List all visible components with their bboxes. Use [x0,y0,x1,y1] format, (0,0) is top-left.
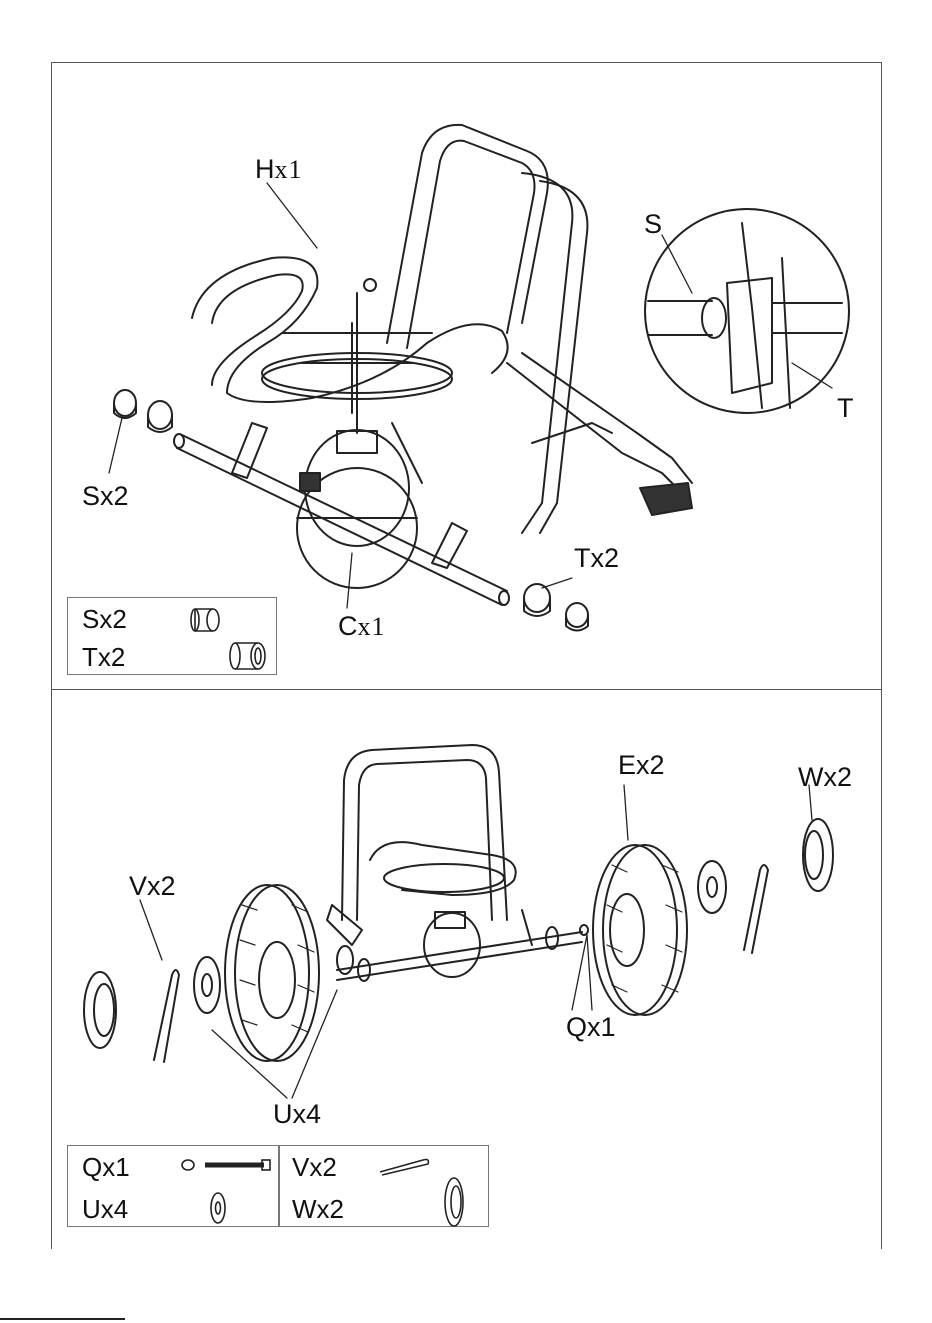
label-bushing-t-qty: Tx2 [574,545,619,572]
washer-u-parts [194,861,726,1013]
gearbox-axle-part [337,912,582,981]
left-wheel-part [225,885,319,1061]
handle-frame-part [192,125,692,568]
bushing-t-icon [230,643,265,669]
detail-magnifier [645,209,849,413]
axle-part [174,434,509,605]
hub-cap-w-icon [445,1178,463,1226]
label-detail-t: T [837,395,854,422]
label-washer-u: Ux4 [273,1101,321,1128]
cotter-pin-v-icon [380,1160,428,1176]
footer-rule [0,1318,125,1320]
bushing-s-icon [191,609,219,631]
bolt-q-part [580,925,588,935]
bushing-t-parts [524,584,588,631]
label-bolt-q: Qx1 [566,1014,616,1041]
assembly-step-frame-panel: Hx1 S T Sx2 Tx2 Cx1 Sx2 Tx2 [51,62,882,690]
leader-lines-bottom [140,785,812,1098]
hub-cap-w-parts [84,819,833,1048]
label-hubcap-w: Wx2 [798,764,852,791]
label-gearbox-c: Cx1 [338,613,386,640]
gearbox-part [297,430,417,588]
label-detail-s: S [644,211,662,238]
label-bushing-s-qty: Sx2 [82,483,129,510]
right-wheel-part [593,845,687,1015]
label-handle-h: Hx1 [255,156,303,183]
bushing-s-parts [114,390,172,432]
legend-hardware-icons [68,1146,490,1228]
bolt-q-icon [182,1160,270,1170]
legend-bushing-icons [68,598,278,676]
label-wheel-e: Ex2 [618,752,665,779]
spreader-frame-part [327,745,532,945]
leader-lines [109,183,832,608]
parts-legend-bottom: Qx1 Ux4 Vx2 Wx2 [67,1145,489,1227]
label-cotter-v: Vx2 [129,873,176,900]
parts-legend-top: Sx2 Tx2 [67,597,277,675]
spinner-disc-part [262,279,452,433]
assembly-step-wheels-panel: Ex2 Wx2 Vx2 Qx1 Ux4 Qx1 Ux4 Vx2 Wx2 [51,689,882,1249]
washer-u-icon [211,1193,225,1223]
